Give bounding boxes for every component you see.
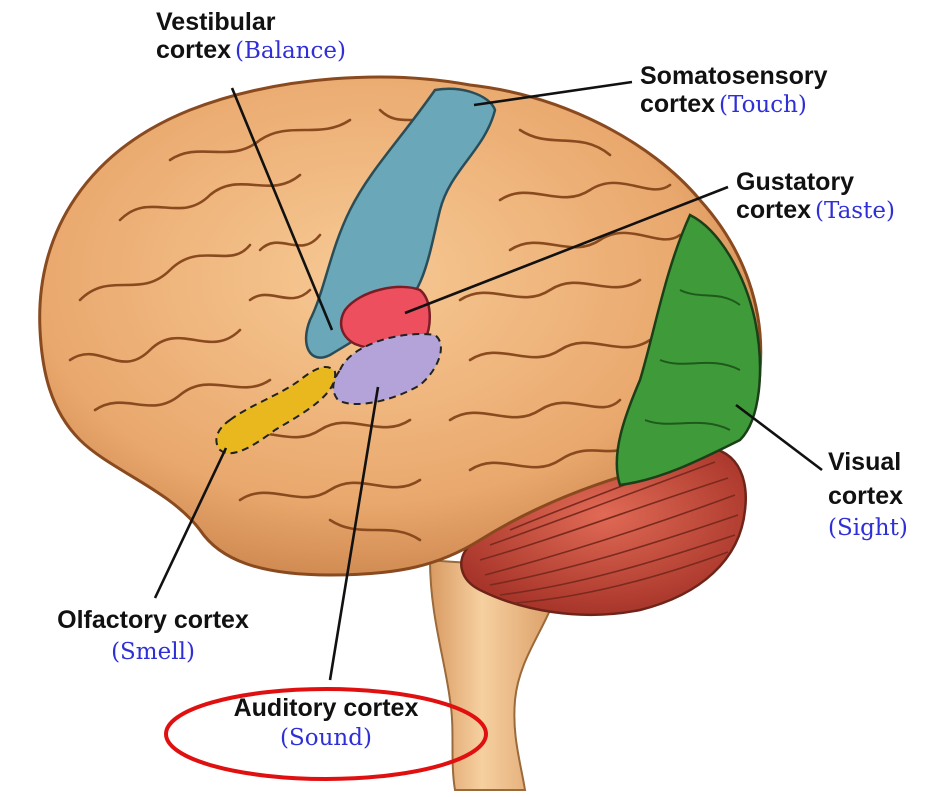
- vestibular-line1: Vestibular: [156, 8, 346, 36]
- label-visual: Visual cortex (Sight): [828, 448, 908, 542]
- visual-line1: Visual: [828, 448, 908, 476]
- leader-line-visual: [736, 405, 822, 470]
- vestibular-sense: (Balance): [235, 38, 346, 64]
- label-auditory: Auditory cortex (Sound): [196, 694, 456, 752]
- olfactory-sense: (Smell): [28, 640, 278, 666]
- somatosensory-line1: Somatosensory: [640, 62, 828, 90]
- gustatory-line1: Gustatory: [736, 168, 895, 196]
- gustatory-sense: (Taste): [815, 198, 895, 224]
- label-olfactory: Olfactory cortex (Smell): [28, 606, 278, 666]
- vestibular-line2: cortex: [156, 36, 231, 64]
- auditory-line1: Auditory cortex: [196, 694, 456, 722]
- visual-sense: (Sight): [828, 516, 908, 542]
- auditory-sense: (Sound): [196, 726, 456, 752]
- somatosensory-sense: (Touch): [719, 92, 807, 118]
- label-gustatory: Gustatory cortex (Taste): [736, 168, 895, 225]
- somatosensory-line2: cortex: [640, 90, 715, 118]
- label-vestibular: Vestibular cortex (Balance): [156, 8, 346, 65]
- olfactory-line1: Olfactory cortex: [28, 606, 278, 634]
- gustatory-line2: cortex: [736, 196, 811, 224]
- label-somatosensory: Somatosensory cortex (Touch): [640, 62, 828, 119]
- visual-line2: cortex: [828, 482, 908, 510]
